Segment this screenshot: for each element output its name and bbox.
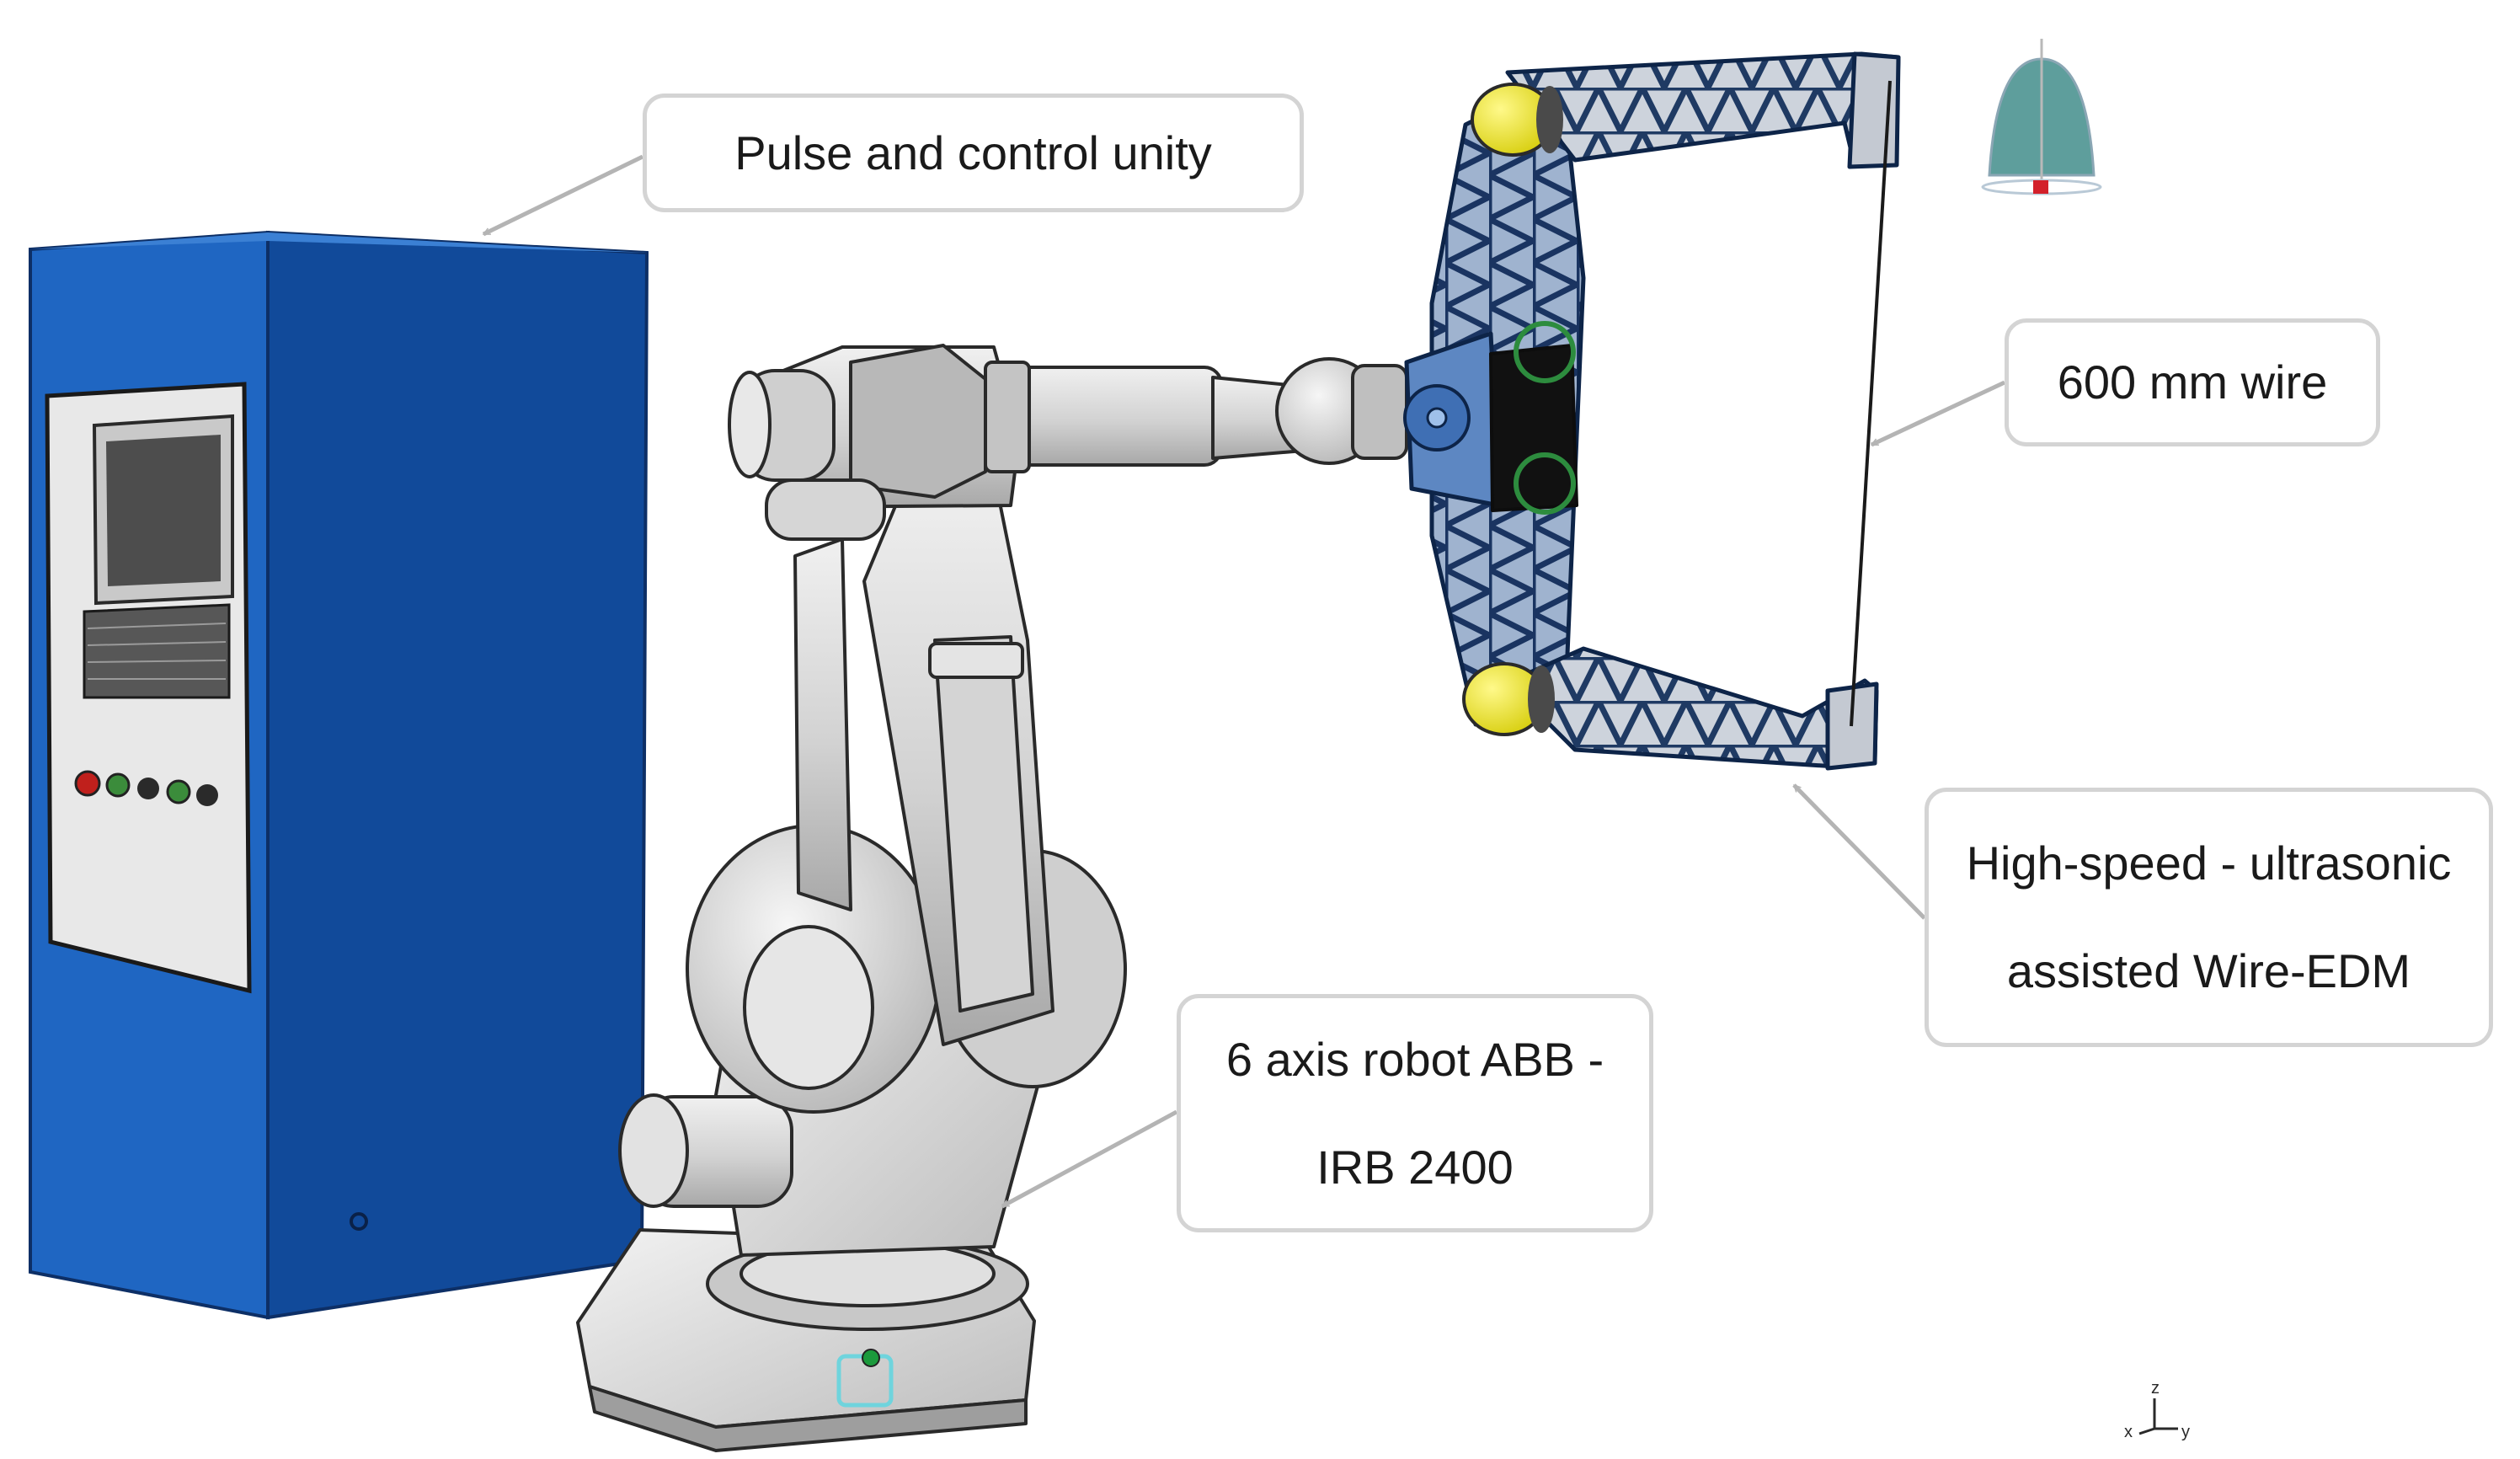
callout-robot-line1: 6 axis robot ABB -	[1225, 1032, 1604, 1086]
cabinet-side-face	[266, 230, 649, 1320]
callout-wire-edm: High-speed - ultrasonic assisted Wire-ED…	[1925, 788, 2493, 1047]
callout-robot-lines: 6 axis robot ABB - IRB 2400	[1225, 1032, 1604, 1194]
robot-parallel-link	[793, 537, 852, 911]
compass-marker	[2033, 180, 2048, 194]
callout-pulse-control-text: Pulse and control unity	[734, 126, 1212, 179]
effector-mount-bolt	[1426, 407, 1448, 429]
robot-abb-irb-2400	[576, 344, 1408, 1452]
callout-wire-edm-lines: High-speed - ultrasonic assisted Wire-ED…	[1967, 840, 2452, 995]
callout-wire-length: 600 mm wire	[2005, 318, 2380, 446]
effector-pulley-top	[1514, 321, 1576, 383]
callout-robot-line2: IRB 2400	[1316, 1140, 1514, 1194]
emergency-stop-button	[74, 770, 101, 797]
cabinet-keyboard	[83, 603, 231, 699]
edm-wire	[1850, 80, 1892, 727]
wire-roller-upper-side	[1536, 86, 1563, 153]
robot-forearm-collar	[984, 361, 1031, 473]
knob-2	[196, 784, 218, 806]
robot-arm-bracket	[928, 642, 1024, 679]
leader-pulse-control	[483, 154, 644, 237]
axis-triad	[2138, 1398, 2178, 1435]
callout-robot-model: 6 axis robot ABB - IRB 2400	[1177, 994, 1653, 1232]
robot-axis3-cone	[849, 344, 987, 499]
axis-z-label: z	[2151, 1379, 2160, 1398]
cabinet-keyboard-keys	[87, 623, 227, 680]
robot-base-front	[588, 1385, 1028, 1452]
callout-pulse-control-unity: Pulse and control unity	[643, 94, 1304, 212]
callout-wire-edm-line1: High-speed - ultrasonic	[1966, 836, 2452, 890]
wire-roller-lower-side	[1528, 665, 1555, 733]
green-button-1	[105, 772, 131, 798]
callout-wire-text: 600 mm wire	[2057, 355, 2328, 409]
callout-wire-edm-line2: assisted Wire-EDM	[2006, 944, 2411, 997]
cabinet-lock-icon	[350, 1212, 368, 1231]
effector-pulley-bottom	[1514, 452, 1576, 515]
robot-axis1-motor-cap	[618, 1093, 689, 1208]
effector-drive-housing	[1489, 344, 1578, 512]
callout-leader-lines	[483, 154, 2006, 1209]
effector-upper-tip	[1847, 51, 1901, 169]
cabinet-control-buttons	[74, 770, 218, 806]
cabinet-control-screen	[106, 435, 221, 586]
robot-lower-arm-rib	[933, 635, 1034, 1013]
compass-widget-icon	[1981, 39, 2102, 195]
effector-upper-arm	[1505, 51, 1901, 168]
axis-x-line	[2138, 1427, 2155, 1435]
robot-shoulder-cap	[743, 925, 874, 1090]
robot-elbow-block	[765, 478, 886, 541]
leader-wire-edm	[1792, 783, 1926, 920]
axis-y-label: y	[2181, 1423, 2190, 1441]
robot-base-frame-marker-dot	[862, 1349, 880, 1367]
pulse-control-cabinet	[29, 230, 649, 1320]
leader-wire	[1871, 380, 2006, 447]
green-button-2	[166, 779, 191, 804]
cabinet-top-edge	[30, 232, 647, 253]
axis-x-label: x	[2124, 1423, 2133, 1441]
robot-wrist-flange	[1351, 364, 1408, 460]
wire-edm-end-effector	[1403, 51, 1901, 771]
leader-robot	[1002, 1109, 1178, 1209]
robot-counterweight-cap	[728, 371, 771, 478]
effector-lower-arm	[1505, 646, 1879, 769]
knob-1	[137, 778, 159, 799]
